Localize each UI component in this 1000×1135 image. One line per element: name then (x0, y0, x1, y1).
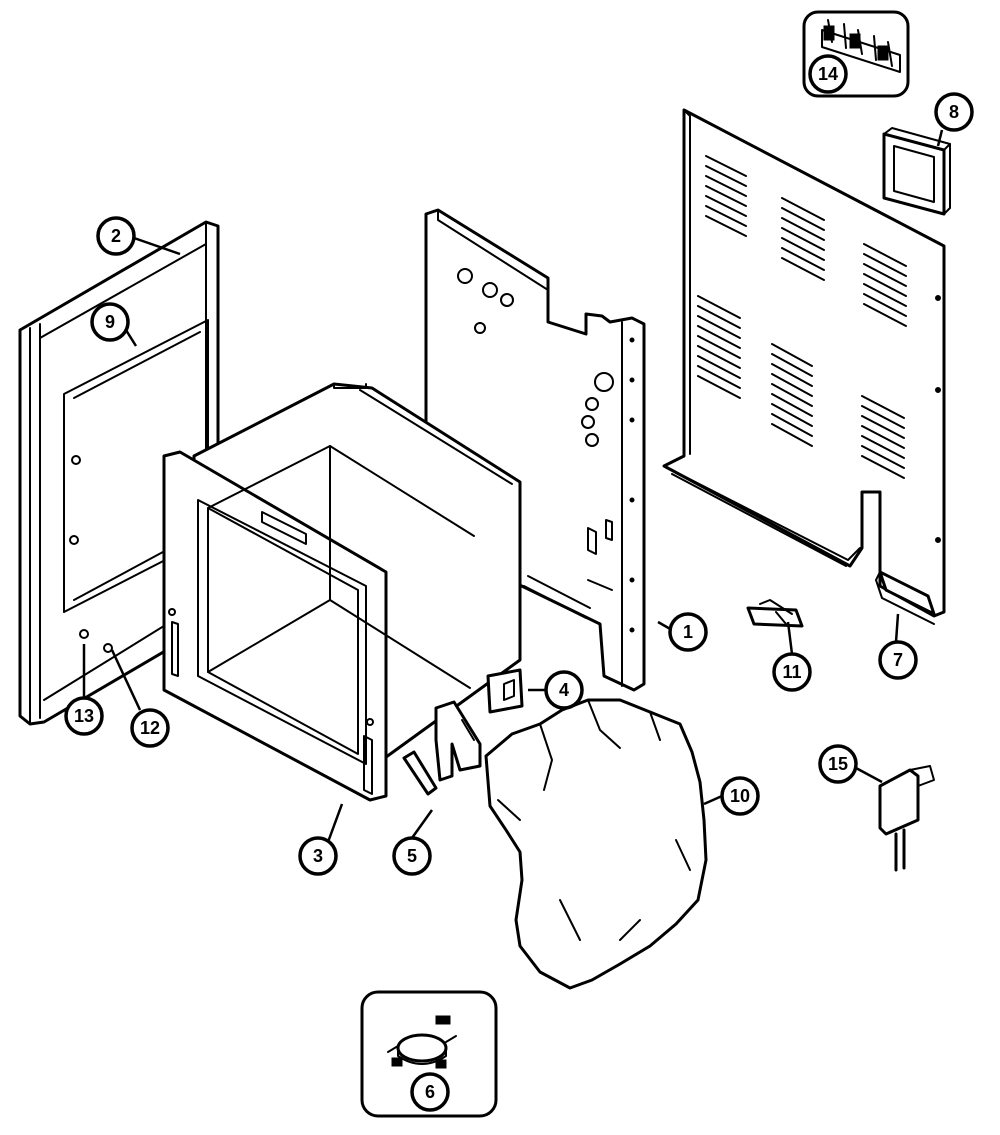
callout-10: 10 (720, 776, 760, 816)
louvers (697, 155, 907, 479)
callout-13-label: 13 (74, 706, 94, 726)
callout-2: 2 (96, 216, 136, 256)
callout-11-label: 11 (782, 662, 801, 682)
part-6-thermostat (387, 1015, 457, 1069)
callout-12: 12 (130, 708, 170, 748)
callout-4: 4 (544, 670, 584, 710)
part-14-terminal-block (821, 19, 901, 73)
callout-6: 6 (410, 1072, 450, 1112)
callout-11: 11 (772, 652, 812, 692)
callout-13: 13 (64, 696, 104, 736)
callout-8: 8 (934, 92, 974, 132)
part-5-latch (402, 700, 482, 796)
part-8-cover-plate (882, 127, 951, 216)
callout-14-label: 14 (818, 64, 838, 84)
oven-cavity (162, 382, 522, 802)
rear-panel (662, 108, 946, 618)
callout-7: 7 (878, 640, 918, 680)
leaders (82, 129, 944, 843)
callout-7-label: 7 (893, 650, 903, 670)
part-10-insulation (484, 698, 708, 990)
callout-14: 14 (808, 54, 848, 94)
callout-4-label: 4 (559, 680, 569, 700)
inset-box-14 (802, 10, 910, 98)
part-11-clip (746, 599, 804, 628)
inset-box-6 (360, 990, 498, 1118)
callout-9: 9 (90, 302, 130, 342)
callout-5: 5 (392, 836, 432, 876)
part-4-plate (486, 668, 524, 714)
callout-3-label: 3 (313, 846, 323, 866)
callout-2-label: 2 (111, 226, 121, 246)
callout-1-label: 1 (683, 622, 693, 642)
callout-15: 15 (818, 744, 858, 784)
callout-6-label: 6 (425, 1082, 435, 1102)
callout-5-label: 5 (407, 846, 417, 866)
callout-15-label: 15 (828, 754, 848, 774)
callout-12-label: 12 (140, 718, 160, 738)
callouts: 1 2 3 4 5 6 7 8 9 10 11 (64, 54, 974, 1112)
part-15-switch (878, 765, 935, 872)
part-7-bracket (875, 570, 936, 625)
callout-8-label: 8 (949, 102, 959, 122)
callout-10-label: 10 (730, 786, 750, 806)
part-1-side-panel (424, 208, 646, 692)
callout-1: 1 (668, 612, 708, 652)
callout-9-label: 9 (105, 312, 115, 332)
callout-3: 3 (298, 836, 338, 876)
